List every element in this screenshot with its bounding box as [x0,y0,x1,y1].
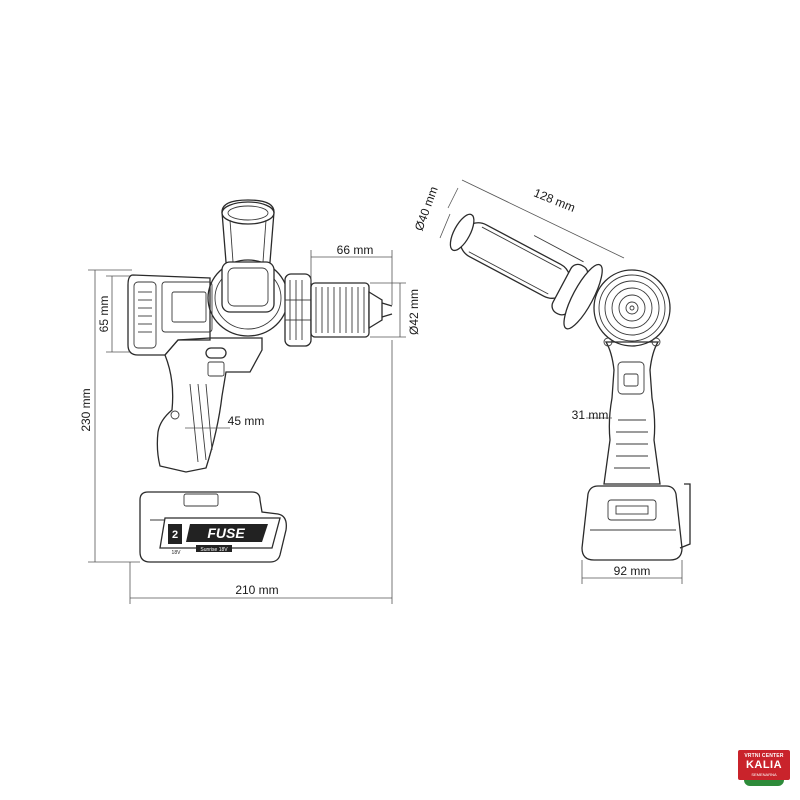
battery-voltage: 18V [172,550,182,556]
kalia-logo: VRTNI CENTER KALIA SEMENARNA [738,750,790,786]
battery-capacity: 2 [172,529,178,541]
dim-grip-depth-label: 31 mm [572,408,609,422]
dim-total-height-label: 230 mm [79,388,93,431]
side-motor-housing [127,274,213,356]
front-dimension-lines [439,179,683,584]
dim-total-length-label: 210 mm [235,583,278,597]
battery-brand: FUSE [207,525,245,541]
logo-top-text: VRTNI CENTER [744,753,784,759]
front-body [603,337,661,485]
battery-tag: Sunrise 18V [200,547,228,553]
side-chuck [310,282,393,338]
dim-handle-length-label: 128 mm [532,186,577,215]
dim-head-height-label: 65 mm [97,296,111,333]
dim-chuck-length-label: 66 mm [337,243,374,257]
side-grip [156,337,263,473]
dim-chuck-diameter-label: Ø42 mm [407,289,421,335]
side-auxiliary-handle [207,199,289,337]
dim-handle-diameter-label: Ø40 mm [412,185,441,233]
battery-label: 2 FUSE 18V Sunrise 18V [168,524,268,556]
side-dimension-lines [88,250,406,604]
side-gearbox [284,273,312,347]
logo-name: KALIA [745,759,783,771]
side-battery: 2 FUSE 18V Sunrise 18V [139,491,287,563]
logo-red-badge [738,750,790,780]
side-view-drill: 2 FUSE 18V Sunrise 18V [88,199,406,604]
front-battery [581,483,691,561]
front-chuck-face [593,269,671,347]
dim-grip-width-label: 45 mm [228,414,265,428]
dim-total-width-label: 92 mm [614,564,651,578]
front-view-drill [439,179,691,584]
logo-green-swoosh [744,780,784,786]
logo-sub-text: SEMENARNA [751,772,777,777]
front-auxiliary-handle [449,213,603,330]
